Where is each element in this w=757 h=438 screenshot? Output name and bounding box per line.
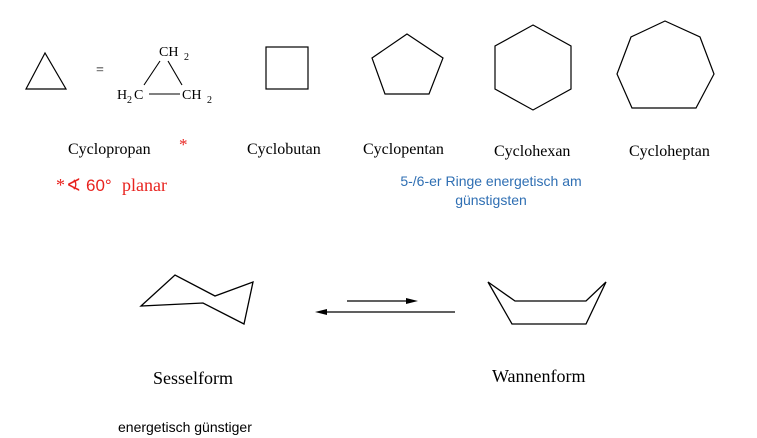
cycloheptane-ring [616,20,715,109]
label-wannenform: Wannenform [492,366,586,386]
label-cyclopropan: Cyclopropan [68,141,151,158]
label-cyclobutan: Cyclobutan [247,141,321,158]
h-left-subscript: 2 [127,95,132,106]
cyclopropane-ring [25,51,68,90]
bond-top-right [167,60,183,86]
boat-conformation [487,281,607,325]
ch2-top-label: CH [159,45,178,60]
arrow-back-head [315,309,327,315]
equals-sign: = [96,63,104,78]
angle-note-star: * [56,175,65,195]
cyclopropan-asterisk: * [179,135,188,154]
chair-conformation [139,274,254,325]
cyclohexane-ring [494,24,572,111]
label-cycloheptan: Cycloheptan [629,143,710,160]
ch2-top-subscript: 2 [184,52,189,63]
bond-top-left [143,60,161,86]
c-left-label: C [134,88,143,103]
label-cyclopentan: Cyclopentan [363,141,444,158]
label-sesselform: Sesselform [153,368,233,388]
ch2-right-label: CH [182,88,201,103]
ring-note-line1: 5-/6-er Ringe energetisch am [400,173,581,189]
chair-energy-note: energetisch günstiger [118,419,252,435]
angle-planar: planar [122,175,167,195]
cyclobutane-ring [265,46,309,90]
angle-value: 60° [86,176,112,195]
angle-symbol: ∢ [66,175,81,195]
h-left-label: H [117,88,127,103]
cyclopentane-ring [371,33,444,95]
ring-note-line2: günstigsten [455,192,527,208]
ch2-right-subscript: 2 [207,95,212,106]
label-cyclohexan: Cyclohexan [494,143,570,160]
arrow-forward-head [406,298,418,304]
